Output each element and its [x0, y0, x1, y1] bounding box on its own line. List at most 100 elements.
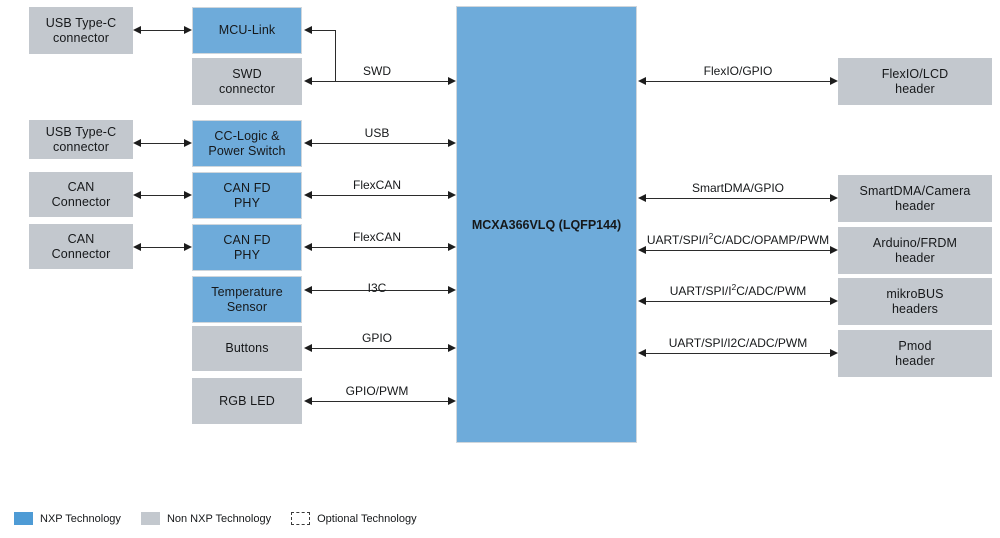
connector-swd-to-mculink — [311, 30, 336, 31]
block-label: CC-Logic & Power Switch — [208, 128, 286, 158]
arrowhead-left — [638, 348, 646, 357]
arrowhead-right — [830, 76, 838, 85]
arrowhead-right — [830, 245, 838, 254]
block-usb-type-c-connector-2[interactable]: USB Type-C connector — [29, 120, 133, 159]
block-smartdma-camera-header[interactable]: SmartDMA/Camera header — [838, 175, 992, 222]
arrowhead-left — [638, 245, 646, 254]
arrowhead-left — [304, 76, 312, 85]
connector-flexcan-bus-1 — [311, 195, 449, 196]
block-can-fd-phy-1[interactable]: CAN FD PHY — [192, 172, 302, 219]
label-swd-bus: SWD — [363, 64, 391, 78]
arrowhead-right — [448, 138, 456, 147]
arrowhead-left — [638, 296, 646, 305]
block-can-connector-1[interactable]: CAN Connector — [29, 172, 133, 217]
legend-item-optional: Optional Technology — [291, 512, 417, 525]
connector-swd-bus — [311, 81, 449, 82]
connector-gpio-bus — [311, 348, 449, 349]
legend-item-nxp: NXP Technology — [14, 512, 121, 525]
label-usb-bus: USB — [364, 126, 390, 140]
label-flexcan-bus-1: FlexCAN — [352, 178, 402, 192]
block-cc-logic-power-switch[interactable]: CC-Logic & Power Switch — [192, 120, 302, 167]
arrowhead-right — [448, 190, 456, 199]
block-mikrobus-headers[interactable]: mikroBUS headers — [838, 278, 992, 325]
arrowhead-left — [304, 396, 312, 405]
block-flexio-lcd-header[interactable]: FlexIO/LCD header — [838, 58, 992, 105]
block-mcu-link[interactable]: MCU-Link — [192, 7, 302, 54]
arrowhead-right — [184, 138, 192, 147]
block-pmod-header[interactable]: Pmod header — [838, 330, 992, 377]
arrowhead-left — [304, 242, 312, 251]
arrowhead-right — [184, 190, 192, 199]
arrowhead-left — [638, 193, 646, 202]
block-label: CAN Connector — [51, 231, 111, 261]
connector-smartdma-gpio-bus — [645, 198, 831, 199]
block-buttons[interactable]: Buttons — [192, 326, 302, 371]
block-label: SWD connector — [218, 66, 276, 96]
block-arduino-frdm-header[interactable]: Arduino/FRDM header — [838, 227, 992, 274]
block-label: SmartDMA/Camera header — [859, 183, 971, 213]
connector-usbc1-mculink — [140, 30, 185, 31]
arrowhead-left — [304, 138, 312, 147]
block-label: MCU-Link — [218, 23, 276, 37]
connector-pmod-bus — [645, 353, 831, 354]
block-label: Buttons — [225, 341, 269, 355]
arrowhead-left — [133, 25, 141, 34]
block-usb-type-c-connector-1[interactable]: USB Type-C connector — [29, 7, 133, 54]
label-i3c-bus: I3C — [367, 281, 387, 295]
arrowhead-right — [830, 296, 838, 305]
label-flexcan-bus-2: FlexCAN — [352, 230, 402, 244]
arrowhead-left — [304, 25, 312, 34]
label-mikrobus-bus: UART/SPI/I2C/ADC/PWM — [669, 282, 807, 298]
mcu-label: MCXA366VLQ (LQFP144) — [471, 217, 622, 232]
block-rgb-led[interactable]: RGB LED — [192, 378, 302, 424]
arrowhead-right — [184, 242, 192, 251]
connector-gpio-pwm-bus — [311, 401, 449, 402]
legend-label-nxp: NXP Technology — [40, 512, 121, 525]
label-smartdma-gpio-bus: SmartDMA/GPIO — [691, 181, 785, 195]
connector-swd-riser — [335, 30, 336, 81]
connector-flexio-gpio-bus — [645, 81, 831, 82]
legend-label-optional: Optional Technology — [317, 512, 417, 525]
block-label: USB Type-C connector — [45, 15, 117, 45]
arrowhead-right — [830, 193, 838, 202]
connector-usb-bus — [311, 143, 449, 144]
label-gpio-pwm-bus: GPIO/PWM — [345, 384, 409, 398]
block-label: CAN FD PHY — [223, 232, 271, 262]
arrowhead-left — [133, 242, 141, 251]
block-can-connector-2[interactable]: CAN Connector — [29, 224, 133, 269]
block-mcu-main[interactable]: MCXA366VLQ (LQFP144) — [456, 6, 637, 443]
block-temperature-sensor[interactable]: Temperature Sensor — [192, 276, 302, 323]
arrowhead-left — [304, 190, 312, 199]
block-label: FlexIO/LCD header — [881, 66, 949, 96]
block-label: Arduino/FRDM header — [872, 235, 958, 265]
label-flexio-gpio-bus: FlexIO/GPIO — [703, 64, 773, 78]
block-label: CAN FD PHY — [223, 180, 271, 210]
connector-flexcan-bus-2 — [311, 247, 449, 248]
block-swd-connector[interactable]: SWD connector — [192, 58, 302, 105]
block-label: CAN Connector — [51, 179, 111, 209]
arrowhead-right — [184, 25, 192, 34]
connector-i3c-bus — [311, 290, 449, 291]
arrowhead-right — [830, 348, 838, 357]
legend-swatch-non-nxp-icon — [140, 512, 160, 525]
connector-canconn1-canfdphy1 — [140, 195, 185, 196]
connector-canconn2-canfdphy2 — [140, 247, 185, 248]
arrowhead-left — [133, 138, 141, 147]
legend-swatch-nxp-icon — [14, 512, 33, 525]
block-label: Pmod header — [895, 338, 935, 368]
arrowhead-right — [448, 76, 456, 85]
legend: NXP Technology Non NXP Technology Option… — [14, 512, 437, 525]
block-label: RGB LED — [219, 393, 275, 408]
legend-label-non-nxp: Non NXP Technology — [166, 512, 272, 525]
block-can-fd-phy-2[interactable]: CAN FD PHY — [192, 224, 302, 271]
legend-swatch-optional-icon — [291, 512, 311, 525]
connector-mikrobus-bus — [645, 301, 831, 302]
connector-arduino-bus — [645, 250, 831, 251]
arrowhead-left — [133, 190, 141, 199]
arrowhead-left — [638, 76, 646, 85]
arrowhead-left — [304, 343, 312, 352]
arrowhead-right — [448, 343, 456, 352]
label-pmod-bus: UART/SPI/I2C/ADC/PWM — [668, 336, 808, 350]
connector-usbc2-cclogic — [140, 143, 185, 144]
